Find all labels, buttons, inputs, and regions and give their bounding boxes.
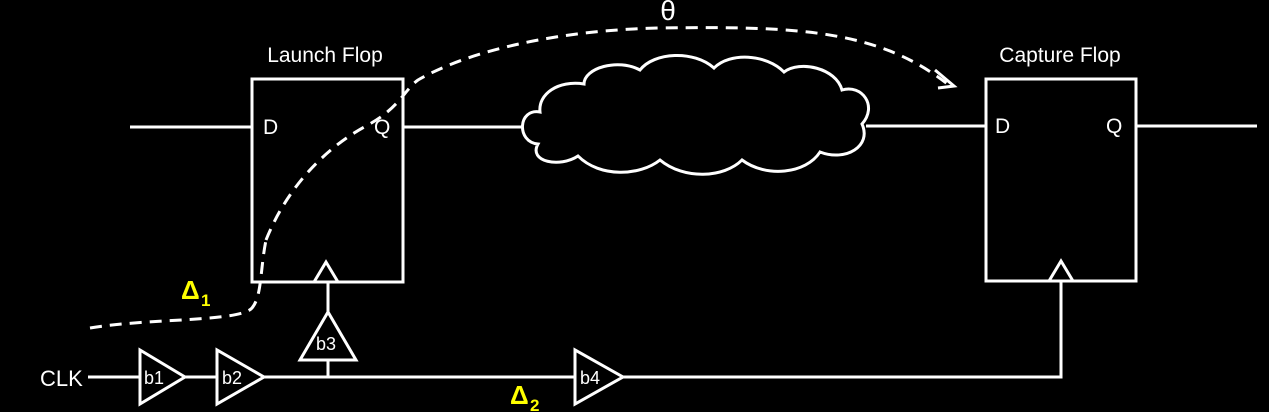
buffer-b2-label: b2	[222, 368, 242, 388]
buffer-b1-label: b1	[144, 368, 164, 388]
launch-flop-q-pin: Q	[374, 116, 390, 139]
data-path-arrowhead	[934, 68, 958, 90]
delta1-label: Δ 1	[181, 275, 210, 310]
logic-cloud	[521, 54, 870, 176]
theta-label: θ	[660, 0, 676, 26]
delta1-subscript: 1	[201, 291, 210, 310]
delta2-subscript: 2	[530, 396, 539, 412]
launch-data-path	[264, 26, 951, 241]
capture-flop-clock-triangle	[1047, 258, 1075, 282]
clk-label: CLK	[40, 366, 83, 391]
launch-flop: Launch Flop D Q	[250, 44, 405, 284]
capture-flop-d-pin: D	[995, 115, 1010, 138]
delta2-label: Δ 2	[510, 380, 539, 412]
capture-flop-box	[984, 77, 1138, 283]
launch-flop-clock-triangle	[312, 259, 340, 283]
launch-flop-d-pin: D	[263, 116, 278, 139]
buffer-b3	[297, 309, 359, 362]
delta1-clock-path	[89, 239, 268, 330]
buffer-b3-label: b3	[316, 334, 336, 354]
buffer-b2	[215, 347, 268, 407]
clock-network: CLK b1 b2 b3 b4	[40, 281, 1063, 407]
capture-flop-q-pin: Q	[1106, 115, 1122, 138]
buffer-b4-label: b4	[580, 368, 600, 388]
delta2-symbol: Δ	[510, 380, 529, 410]
buffer-b4	[573, 347, 627, 407]
launch-flop-box	[250, 77, 405, 284]
delta1-symbol: Δ	[181, 275, 200, 305]
buffer-b1	[138, 347, 188, 407]
capture-flop: Capture Flop D Q	[984, 44, 1138, 283]
capture-flop-title: Capture Flop	[999, 44, 1120, 67]
b4-to-capture-clock-wire	[623, 281, 1063, 379]
launch-flop-title: Launch Flop	[267, 44, 383, 67]
